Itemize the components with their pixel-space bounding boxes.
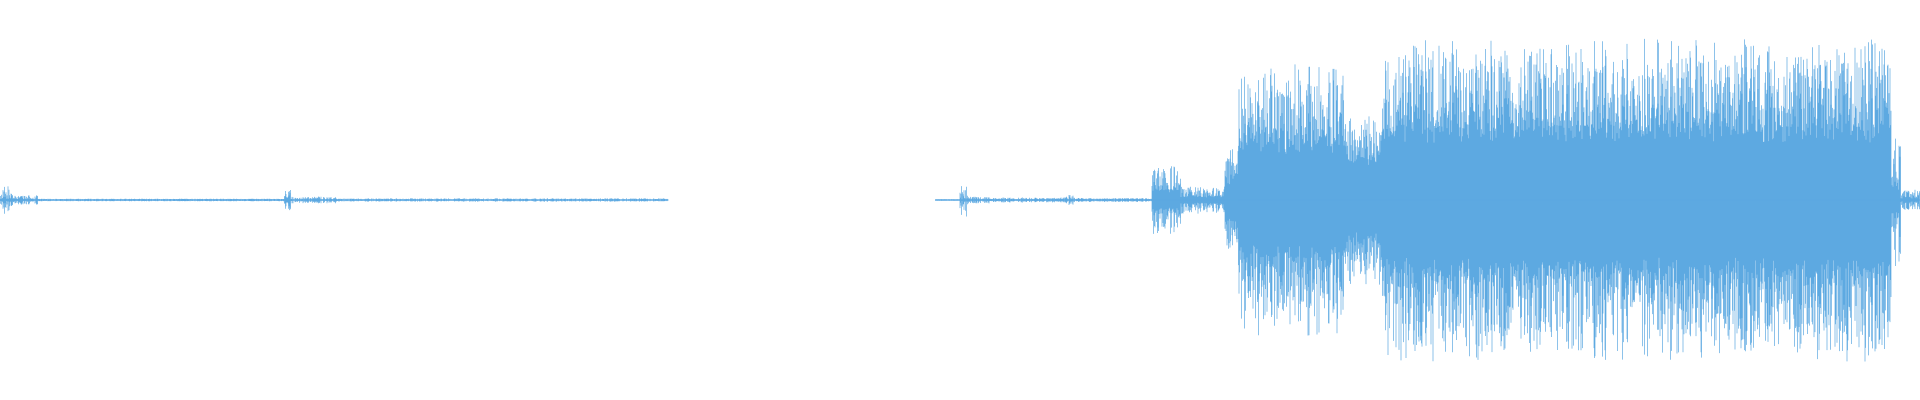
waveform-graphic	[0, 38, 1920, 362]
